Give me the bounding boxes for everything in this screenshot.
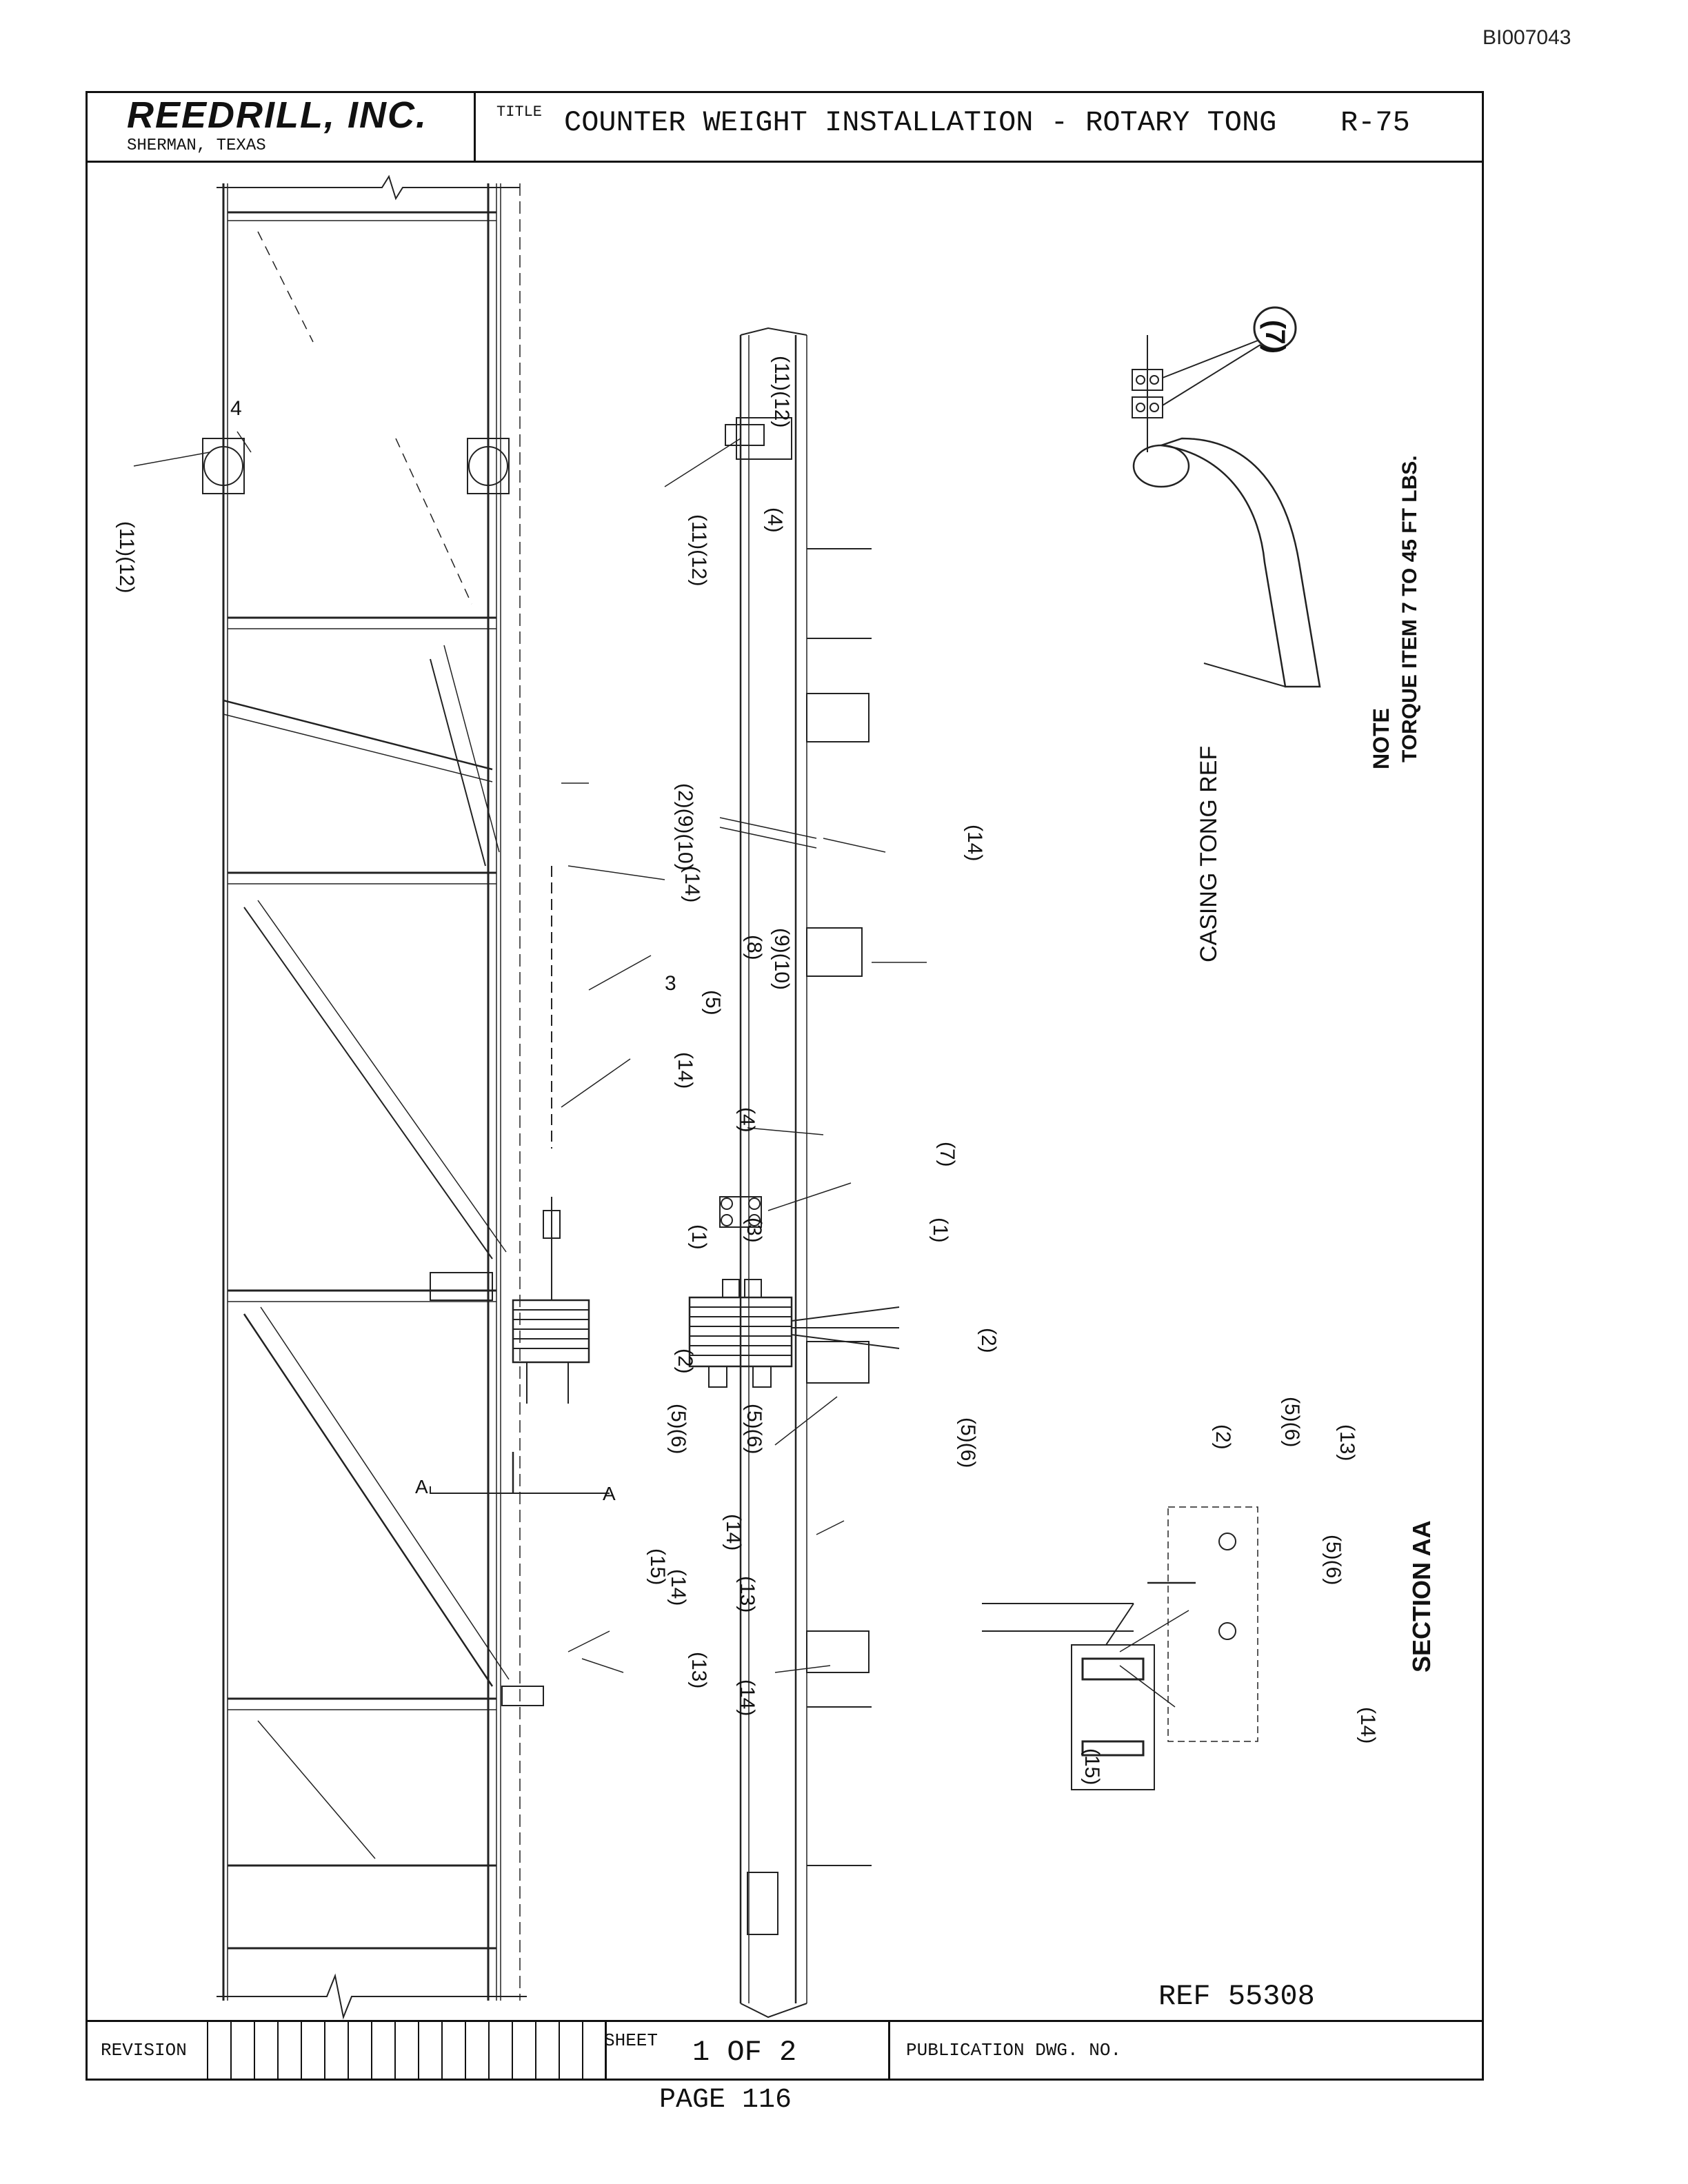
counterweight-left (430, 866, 610, 1706)
company-cell: REEDRILL, INC. SHERMAN, TEXAS (86, 91, 476, 161)
revision-cell (559, 2022, 582, 2081)
drawing-area: 4 (11)(12) (11)(12) (11)(12) (4) (4) (14… (86, 163, 1484, 2020)
callout-7-a: (7) (936, 1142, 958, 1167)
revision-cell (582, 2022, 607, 2081)
page-number: PAGE 116 (659, 2085, 792, 2116)
callout-5-6-section-b: (5)(6) (1322, 1535, 1345, 1585)
revision-cell (254, 2022, 277, 2081)
revision-cell (394, 2022, 418, 2081)
callout-14-e: (14) (667, 1569, 690, 1606)
callout-9-10: (9)(10) (770, 928, 793, 990)
callout-5-6-c: (5)(6) (956, 1417, 979, 1468)
callout-4-c: (4) (736, 1107, 758, 1133)
drawing-title: COUNTER WEIGHT INSTALLATION - ROTARY TON… (564, 106, 1277, 139)
callout-14-a: (14) (681, 866, 703, 902)
technical-drawing: 4 (11)(12) (11)(12) (11)(12) (4) (4) (14… (115, 174, 1436, 2020)
publication-divider (888, 2022, 890, 2081)
document-id: BI007043 (1483, 26, 1571, 49)
note-text: TORQUE ITEM 7 TO 45 FT LBS. (1398, 455, 1421, 762)
callout-2-a: (2) (674, 1348, 696, 1374)
callout-5-6-a: (5)(6) (667, 1404, 690, 1454)
sheet-frame (86, 91, 1484, 2081)
callout-4-b: (4) (763, 507, 786, 533)
revision-cell (535, 2022, 559, 2081)
callout-5-6-section: (5)(6) (1280, 1397, 1303, 1447)
callout-11-12-b: (11)(12) (687, 514, 710, 586)
callout-15-b: (15) (1081, 1748, 1103, 1785)
callout-13-b: (13) (736, 1576, 758, 1612)
callout-11-12-c: (11)(12) (770, 356, 793, 427)
middle-rail (719, 327, 872, 2019)
note-heading: NOTE (1369, 708, 1394, 769)
callout-14-f: (14) (736, 1679, 758, 1716)
callout-2-section: (2) (1212, 1424, 1234, 1450)
revision-cell (277, 2022, 301, 2081)
callout-1-b: (1) (929, 1217, 952, 1243)
revision-cell (441, 2022, 465, 2081)
revision-label: REVISION (101, 2040, 187, 2061)
revision-cell (348, 2022, 371, 2081)
callout-1-a: (1) (687, 1224, 710, 1250)
callout-3: 3 (665, 972, 676, 995)
casing-tong-label: CASING TONG REF (1196, 746, 1222, 962)
callout-11-12-a: (11)(12) (115, 521, 138, 593)
callout-7-b: (7) (1260, 320, 1290, 354)
revision-cell (418, 2022, 441, 2081)
callout-15-a: (15) (646, 1548, 669, 1585)
callout-5-6-b: (5)(6) (743, 1404, 765, 1454)
company-location: SHERMAN, TEXAS (127, 136, 266, 155)
callout-2-b: (2) (977, 1328, 1000, 1353)
casing-tong-detail (1132, 306, 1321, 688)
title-block: REEDRILL, INC. SHERMAN, TEXAS TITLE COUN… (86, 91, 1484, 163)
bottom-block: REVISION SHEET 1 OF 2 PUBLICATION DWG. N… (86, 2020, 1484, 2081)
callout-13-section: (13) (1336, 1424, 1358, 1461)
leader-lines (133, 431, 1189, 1708)
ref-number: REF 55308 (1158, 1980, 1315, 2013)
sheet-value: 1 OF 2 (692, 2036, 797, 2069)
section-marker-a: A (415, 1476, 428, 1497)
revision-grid (207, 2022, 607, 2081)
callout-13-a: (13) (687, 1652, 710, 1688)
drawing-number: R-75 (1340, 106, 1410, 139)
revision-cell (230, 2022, 254, 2081)
callout-14-d: (14) (722, 1514, 745, 1550)
callout-14-g: (14) (1356, 1707, 1379, 1743)
title-label: TITLE (496, 103, 543, 121)
revision-cell (207, 2022, 230, 2081)
revision-cell (465, 2022, 488, 2081)
section-label: SECTION AA (1407, 1520, 1436, 1672)
revision-cell (301, 2022, 324, 2081)
frame-structure (202, 174, 527, 2020)
section-aa-detail (982, 1506, 1258, 1790)
callout-4-a: 4 (230, 397, 242, 420)
revision-cell (371, 2022, 394, 2081)
section-marker-b: A (603, 1483, 616, 1504)
sheet-label: SHEET (604, 2030, 659, 2051)
company-name: REEDRILL, INC. (127, 94, 428, 136)
revision-cell (324, 2022, 348, 2081)
publication-label: PUBLICATION DWG. NO. (906, 2040, 1122, 2061)
callout-14-c: (14) (674, 1052, 696, 1089)
callout-8: (8) (743, 935, 765, 960)
counterweight-middle (688, 424, 900, 1388)
revision-cell (488, 2022, 512, 2081)
callout-2-9-10: (2)(9)(10) (674, 783, 696, 871)
callout-3-b: (3) (743, 1217, 765, 1243)
revision-cell (512, 2022, 535, 2081)
callout-14-b: (14) (963, 825, 986, 861)
callout-5: (5) (701, 990, 724, 1015)
